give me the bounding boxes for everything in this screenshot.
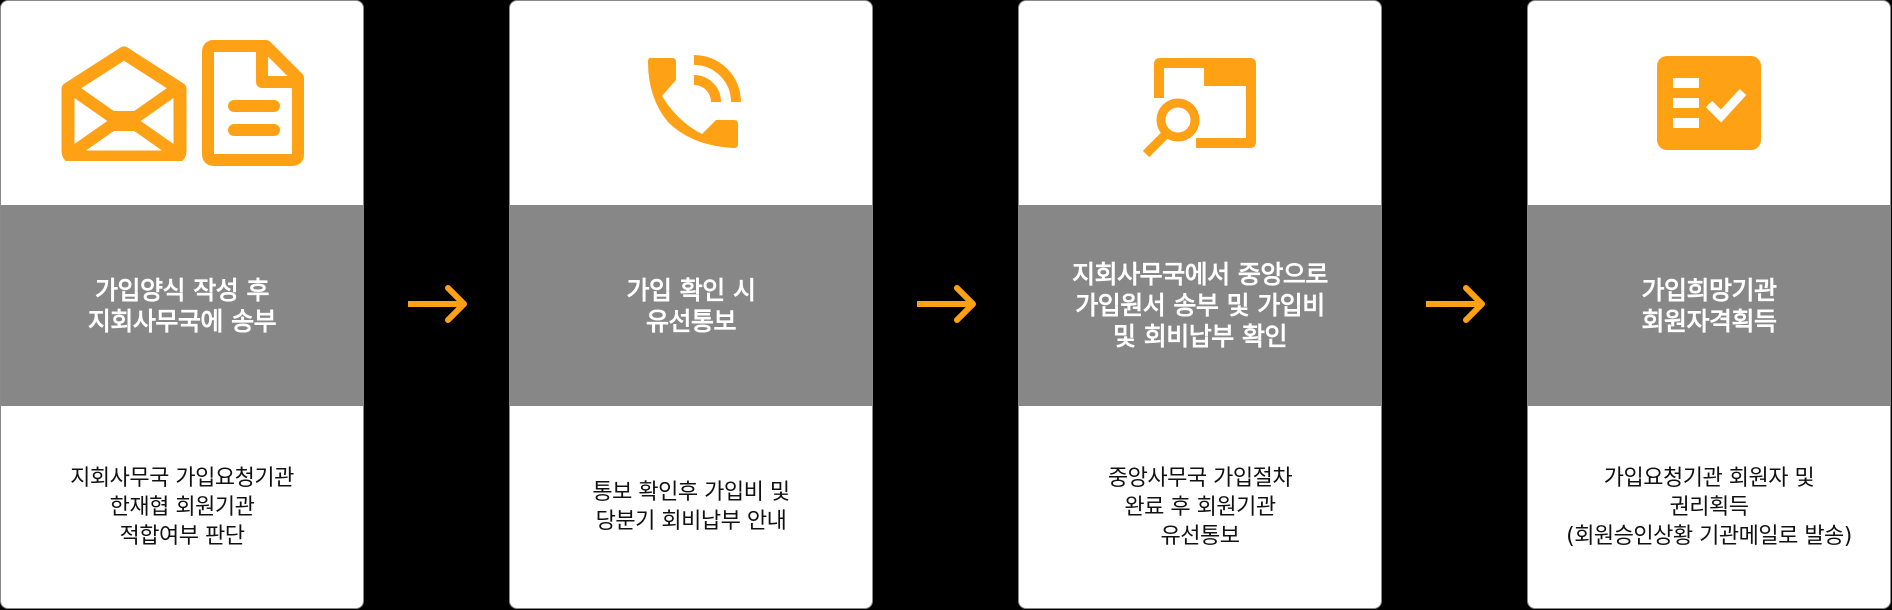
step-title: 가입 확인 시 유선통보 [626,275,756,336]
step-title-band: 가입양식 작성 후 지회사무국에 송부 [1,205,363,406]
step-description: 통보 확인후 가입비 및 당분기 회비납부 안내 [592,480,790,534]
step-description-area: 중앙사무국 가입절차 완료 후 회원기관 유선통보 [1019,406,1381,608]
step-icon-area [1,1,363,205]
step-icon-area [1528,1,1890,205]
step-icon-area [510,1,872,205]
step-icon-area [1019,1,1381,205]
step-title: 가입양식 작성 후 지회사무국에 송부 [87,275,277,336]
arrow-right-icon [915,285,979,323]
step-description-area: 지회사무국 가입요청기관 한재협 회원기관 적합여부 판단 [1,406,363,608]
arrow-right-icon [406,285,470,323]
folder-search-icon [1140,54,1260,158]
step-title-band: 지회사무국에서 중앙으로 가입원서 송부 및 가입비 및 회비납부 확인 [1019,205,1381,406]
checklist-icon [1657,56,1761,150]
step-title: 지회사무국에서 중앙으로 가입원서 송부 및 가입비 및 회비납부 확인 [1072,260,1328,351]
phone-call-icon [644,54,742,152]
step-card-1: 가입양식 작성 후 지회사무국에 송부 지회사무국 가입요청기관 한재협 회원기… [0,0,364,609]
step-description: 중앙사무국 가입절차 완료 후 회원기관 유선통보 [1107,465,1293,549]
document-icon [202,40,304,166]
step-title: 가입희망기관 회원자격획득 [1641,275,1777,336]
step-title-band: 가입희망기관 회원자격획득 [1528,205,1890,406]
step-description-area: 가입요청기관 회원자 및 권리획득 (회원승인상황 기관메일로 발송) [1528,406,1890,608]
step-description: 지회사무국 가입요청기관 한재협 회원기관 적합여부 판단 [70,465,294,549]
arrow-right-icon [1424,285,1488,323]
step-description-area: 통보 확인후 가입비 및 당분기 회비납부 안내 [510,406,872,608]
step-title-band: 가입 확인 시 유선통보 [510,205,872,406]
envelope-icon [60,45,188,161]
step-card-3: 지회사무국에서 중앙으로 가입원서 송부 및 가입비 및 회비납부 확인 중앙사… [1018,0,1382,609]
step-card-4: 가입희망기관 회원자격획득 가입요청기관 회원자 및 권리획득 (회원승인상황 … [1527,0,1891,609]
step-description: 가입요청기관 회원자 및 권리획득 (회원승인상황 기관메일로 발송) [1566,465,1852,549]
step-card-2: 가입 확인 시 유선통보 통보 확인후 가입비 및 당분기 회비납부 안내 [509,0,873,609]
